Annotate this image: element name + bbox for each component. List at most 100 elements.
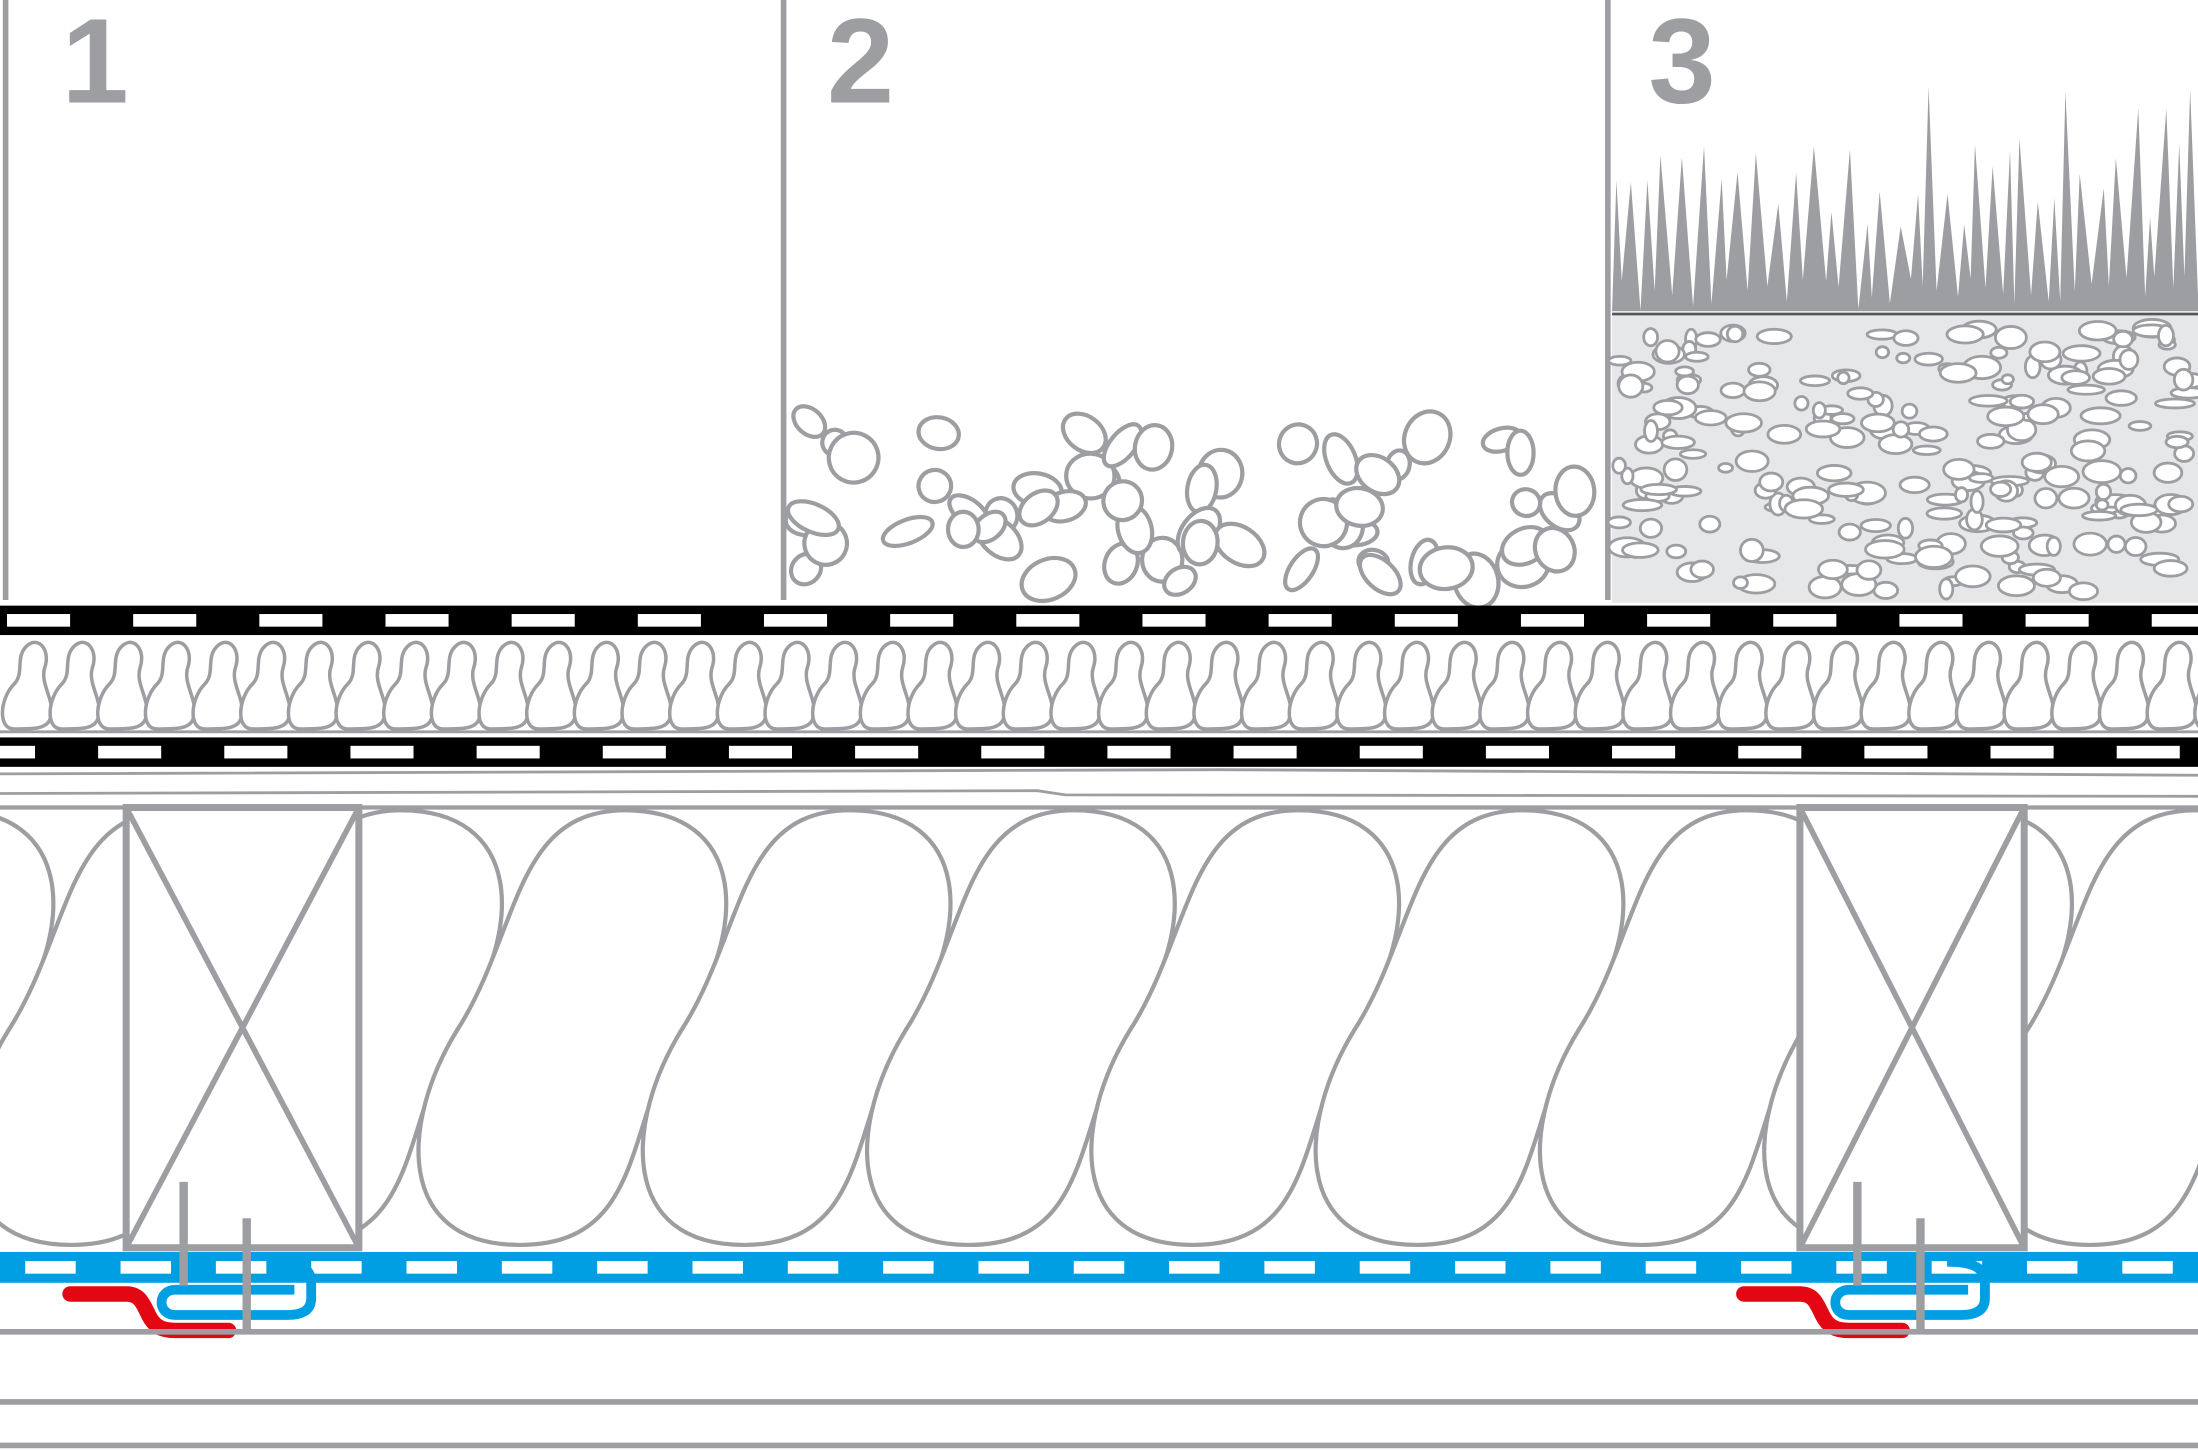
insulation-loop: [524, 640, 578, 731]
substrate-pebble: [2020, 451, 2053, 473]
membrane-dash: [597, 1261, 648, 1274]
roof-membrane-top: [0, 605, 2198, 636]
substrate-pebble: [2026, 403, 2060, 426]
membrane-dash: [1233, 745, 1297, 759]
substrate-pebble: [2081, 510, 2118, 522]
substrate-pebble: [1811, 401, 1827, 420]
membrane-dash: [215, 1261, 267, 1274]
substrate-pebble: [1717, 462, 1734, 474]
insulation-loop: [1573, 640, 1627, 731]
membrane-dash: [1394, 614, 1458, 627]
substrate-pebble: [1698, 514, 1722, 534]
membrane-dash: [1550, 1261, 1601, 1274]
substrate-pebble: [1694, 331, 1722, 348]
substrate-pebble: [2091, 367, 2127, 386]
section-label-1: 1: [62, 0, 129, 128]
insulation-loop: [382, 640, 435, 731]
substrate-pebble: [1877, 433, 1914, 456]
insulation-batt: [0, 816, 56, 1051]
substrate-pebble: [1942, 457, 1976, 481]
membrane-dash: [133, 614, 197, 627]
substrate-pebble: [2081, 459, 2123, 485]
insulation-loop: [1764, 640, 1817, 731]
membrane-dash: [120, 1261, 172, 1274]
membrane-dash: [1264, 1261, 1315, 1274]
substrate-pebble: [2123, 536, 2148, 557]
substrate-pebble: [1732, 575, 1749, 590]
gravel-stone: [1060, 411, 1108, 456]
tape-overlap: [156, 1256, 317, 1320]
ceiling-lines: [0, 1329, 2198, 1449]
membrane-dash: [7, 614, 71, 627]
substrate-pebble: [1674, 365, 1695, 378]
gravel-stone: [916, 467, 954, 505]
substrate-pebble: [2119, 502, 2159, 518]
substrate-pebble: [1793, 395, 1810, 412]
gravel-stone: [1017, 488, 1060, 528]
gravel-stone: [1162, 564, 1198, 597]
rigid-insulation-layer: [0, 640, 2198, 734]
substrate-pebble: [1817, 558, 1849, 580]
substrate-pebble: [1642, 327, 1659, 348]
insulation-loop: [2193, 693, 2198, 728]
substrate-pebble: [1654, 339, 1681, 364]
insulation-loop: [1478, 640, 1531, 731]
membrane-dash: [1990, 745, 2054, 759]
substrate-pebble: [1611, 456, 1627, 475]
substrate-pebble: [1911, 444, 1942, 456]
membrane-dash: [981, 745, 1045, 759]
substrate-pebble: [1652, 399, 1684, 417]
insulation-loop: [953, 640, 1007, 731]
substrate-pebble: [1660, 434, 1696, 450]
substrate-pebble: [1984, 516, 2023, 534]
deck-lines: [0, 768, 2198, 810]
insulation-loop: [2002, 640, 2056, 731]
substrate-pebble: [1725, 324, 1745, 344]
tape-overlap: [1830, 1256, 1990, 1320]
substrate-pebble: [1898, 475, 1931, 495]
substrate-pebble: [1747, 361, 1772, 378]
substrate-pebble: [1954, 564, 1992, 589]
substrate-pebble: [1755, 327, 1793, 345]
tape-dash: [175, 1296, 232, 1307]
gravel-stone: [826, 430, 881, 485]
substrate-pebble: [1989, 480, 2013, 498]
substrate-pebble: [2066, 383, 2106, 396]
membrane-dash: [2151, 614, 2198, 627]
insulation-loop: [715, 640, 769, 731]
insulation-loop: [1811, 640, 1865, 731]
substrate-pebble: [1855, 559, 1883, 581]
insulation-loop: [620, 640, 673, 731]
substrate-pebble: [2154, 397, 2196, 410]
insulation-loop: [1621, 640, 1674, 731]
insulation-loop: [334, 640, 387, 731]
insulation-loop: [2097, 640, 2151, 731]
substrate-pebble: [1945, 324, 1985, 345]
substrate-pebble: [1739, 537, 1765, 563]
insulation-loop: [1287, 640, 1341, 731]
substrate-pebble: [2000, 373, 2015, 386]
substrate-pebble: [1678, 448, 1708, 460]
insulation-loop: [239, 640, 292, 731]
substrate-pebble: [1621, 498, 1664, 513]
gravel-stone: [880, 514, 935, 549]
substrate-pebble: [2112, 329, 2134, 349]
insulation-batt: [416, 808, 729, 1248]
substrate-pebble: [1766, 423, 1803, 445]
gravel-ballast-layer: [783, 404, 1597, 610]
insulation-loop: [191, 640, 244, 731]
membrane-dash: [1359, 1261, 1411, 1274]
substrate-pebble: [1892, 329, 1920, 347]
membrane-dash: [1645, 1261, 1697, 1274]
substrate-pebble: [1694, 409, 1728, 427]
gravel-stone: [1322, 432, 1360, 486]
substrate-pebble: [1734, 449, 1770, 473]
substrate-pebble: [1783, 498, 1825, 520]
membrane-dash: [1520, 614, 1585, 627]
substrate-pebble: [2008, 393, 2036, 410]
green-roof-vegetation: [1612, 86, 2198, 312]
insulation-batt: [864, 808, 1177, 1248]
substrate-pebble: [1638, 517, 1664, 539]
membrane-dash: [2116, 745, 2180, 759]
insulation-loop: [96, 640, 149, 731]
